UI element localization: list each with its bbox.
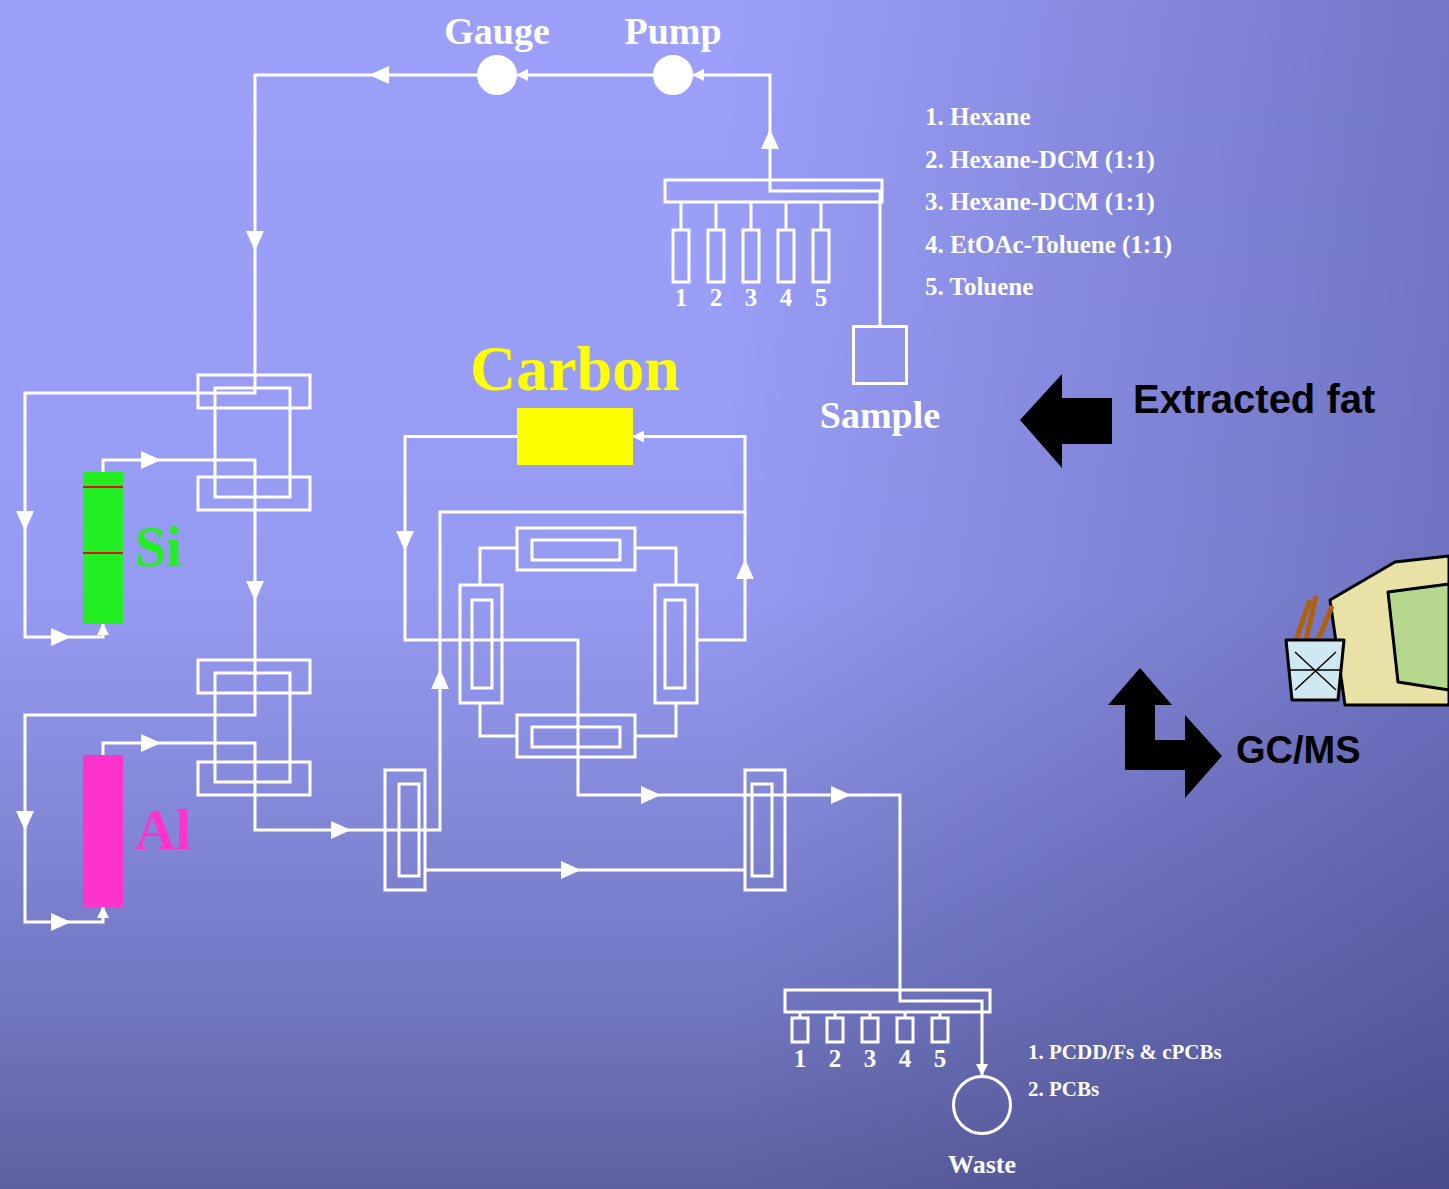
pump-circle: Pump xyxy=(653,55,693,95)
solvent-bottle xyxy=(778,230,794,282)
node-label: Waste xyxy=(948,1151,1016,1180)
fraction-vial xyxy=(932,1018,948,1042)
node-label: Gauge xyxy=(444,11,550,53)
node-label: Si xyxy=(135,517,182,579)
port-number: 2 xyxy=(710,284,723,313)
valve xyxy=(215,673,290,782)
input-arrow xyxy=(1020,374,1112,468)
solvent-bottle xyxy=(743,230,759,282)
pencil-cup xyxy=(1286,640,1344,700)
cross-valve xyxy=(532,727,620,747)
node-label: Sample xyxy=(820,395,940,437)
flow-line xyxy=(103,437,745,831)
input-note: Extracted fat xyxy=(1133,376,1375,422)
flow-line xyxy=(693,75,880,325)
port-number: 3 xyxy=(864,1045,877,1074)
cross-valve xyxy=(517,715,635,757)
port-number: 5 xyxy=(815,284,828,313)
flow-line xyxy=(25,75,477,637)
solvent-bottle xyxy=(813,230,829,282)
waste-circle: Waste xyxy=(952,1075,1012,1135)
fraction-vial xyxy=(862,1018,878,1042)
solvent-bottle xyxy=(673,230,689,282)
computer-clipart xyxy=(1286,556,1449,705)
port-number: 2 xyxy=(829,1045,842,1074)
carbon-column: Carbon xyxy=(517,408,633,465)
manifold-tubes xyxy=(681,202,821,230)
solvent-entry: 1. Hexane xyxy=(925,103,1031,132)
silica-column-outline xyxy=(83,472,123,624)
port-number: 4 xyxy=(899,1045,912,1074)
gauge-circle-outline xyxy=(477,55,517,95)
fraction-entry: 1. PCDD/Fs & cPCBs xyxy=(1028,1040,1222,1064)
cross-valve xyxy=(665,600,685,688)
output-note: GC/MS xyxy=(1236,729,1361,773)
port-number: 1 xyxy=(675,284,688,313)
solvent-entry: 5. Toluene xyxy=(925,273,1033,302)
port-number: 5 xyxy=(934,1045,947,1074)
node-label: Al xyxy=(135,800,191,862)
node-label: Pump xyxy=(624,11,721,53)
waste-circle-shape xyxy=(954,1077,1011,1134)
flow-line xyxy=(25,460,255,922)
flow-arrow xyxy=(561,861,581,879)
monitor-screen xyxy=(1388,584,1449,690)
fraction-entry: 2. PCBs xyxy=(1028,1077,1099,1101)
output-arrow xyxy=(1108,668,1222,798)
port-number: 4 xyxy=(780,284,793,313)
fraction-vial xyxy=(897,1018,913,1042)
solvent-entry: 3. Hexane-DCM (1:1) xyxy=(925,188,1155,217)
packing-band xyxy=(83,486,123,488)
monitor xyxy=(1330,556,1449,705)
valve xyxy=(745,770,785,890)
sample-vessel-outline xyxy=(852,325,908,385)
flow-line xyxy=(405,437,982,1076)
bypass-line xyxy=(425,869,745,872)
port-number: 1 xyxy=(794,1045,807,1074)
node-label: Carbon xyxy=(470,334,680,404)
pump-circle-shape xyxy=(655,57,692,94)
alumina-column-shape xyxy=(83,755,123,907)
gauge-circle: Gauge xyxy=(477,55,517,95)
silica-column: Si xyxy=(83,472,123,624)
valve xyxy=(752,784,772,876)
cross-valve xyxy=(655,585,697,703)
carbon-column-outline xyxy=(517,408,633,465)
sample-vessel: Sample xyxy=(852,325,908,385)
pump-circle-outline xyxy=(653,55,693,95)
silica-column-shape xyxy=(83,472,123,624)
sample-vessel-shape xyxy=(854,327,907,384)
flow-arrows xyxy=(16,66,851,931)
flow-line xyxy=(517,74,653,77)
solvent-entry: 4. EtOAc-Toluene (1:1) xyxy=(925,231,1172,260)
cross-valve xyxy=(517,528,635,570)
waste-circle-outline xyxy=(952,1075,1012,1135)
fraction-vial xyxy=(792,1018,808,1042)
gauge-circle-shape xyxy=(479,57,516,94)
packing-band xyxy=(83,552,123,554)
flow-arrow xyxy=(736,559,754,579)
cross-valve xyxy=(460,585,502,703)
cross-valve xyxy=(532,540,620,560)
pencils xyxy=(1296,596,1332,640)
plumbing xyxy=(198,180,990,1042)
carbon-column-shape xyxy=(517,408,633,465)
cup-mesh xyxy=(1290,652,1340,690)
solvent-entry: 2. Hexane-DCM (1:1) xyxy=(925,146,1155,175)
alumina-column: Al xyxy=(83,755,123,907)
fraction-vial xyxy=(827,1018,843,1042)
port-number: 3 xyxy=(745,284,758,313)
alumina-column-outline xyxy=(83,755,123,907)
solvent-bottle xyxy=(708,230,724,282)
cross-valve xyxy=(472,600,492,688)
valve xyxy=(215,388,290,497)
